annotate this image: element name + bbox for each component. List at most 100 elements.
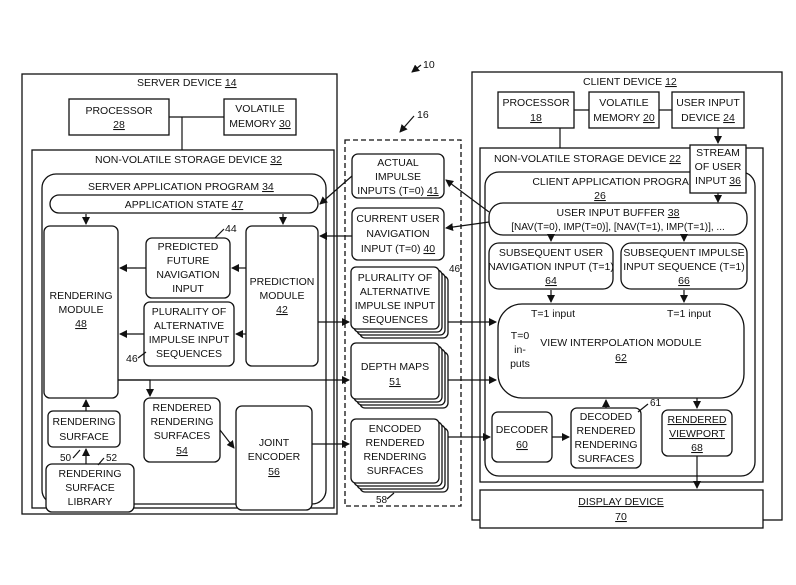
user-input-device-box (671, 91, 745, 129)
surface-library-ref: 52 (106, 453, 118, 464)
user-input-device-line1: USER INPUT (676, 97, 740, 109)
server-app-title: SERVER APPLICATION PROGRAM 34 (88, 181, 274, 193)
server-bus-line (169, 116, 224, 150)
alt-seq-stack-front (350, 266, 440, 330)
subsequent-nav-line1: SUBSEQUENT USER (499, 247, 604, 259)
decoder-label: DECODER (496, 424, 549, 436)
server-alt-seq-line1: PLURALITY OF (152, 306, 227, 318)
actual-impulse-line2: IMPULSE (375, 171, 421, 183)
predicted-nav-line1: PREDICTED (158, 241, 219, 253)
prediction-module-num: 42 (276, 304, 288, 316)
server-alt-seq-ref: 46 (126, 353, 138, 365)
t0-inputs-line1: T=0 (511, 330, 530, 342)
user-input-buffer-label: USER INPUT BUFFER 38 (557, 207, 680, 219)
t1-input-left: T=1 input (531, 308, 575, 320)
rendering-module-box (43, 225, 119, 399)
alt-seq-line3: IMPULSE INPUT (355, 300, 436, 312)
subsequent-impulse-line2: INPUT SEQUENCE (T=1) (623, 261, 744, 273)
client-app-title: CLIENT APPLICATION PROGRAM (532, 176, 697, 188)
alt-seq-line4: SEQUENCES (362, 314, 428, 326)
rendering-surface-line1: RENDERING (52, 416, 115, 428)
application-state-label: APPLICATION STATE 47 (125, 199, 244, 211)
decoded-line1: DECODED (580, 411, 633, 423)
client-volatile-memory-box (588, 91, 660, 129)
prediction-module-box (245, 225, 319, 367)
rendered-surfaces-line2: RENDERING (150, 416, 213, 428)
predicted-nav-leader (213, 228, 225, 240)
application-state-box (49, 194, 319, 214)
client-nvs-title: NON-VOLATILE STORAGE DEVICE 22 (494, 153, 681, 165)
depth-maps-stack-front (350, 342, 440, 400)
client-processor-num: 18 (530, 112, 542, 124)
figure-ref: 10 (423, 59, 435, 71)
predicted-nav-line2: FUTURE (167, 255, 210, 267)
joint-encoder-line2: ENCODER (248, 451, 301, 463)
depth-maps-num: 51 (389, 376, 401, 388)
vim-num: 62 (615, 352, 627, 364)
prediction-module-line2: MODULE (260, 290, 305, 302)
encoded-line1: ENCODED (369, 423, 422, 435)
server-alt-seq-line4: SEQUENCES (156, 348, 222, 360)
server-alt-seq-line2: ALTERNATIVE (154, 320, 224, 332)
server-device-title: SERVER DEVICE 14 (137, 77, 237, 89)
user-input-buffer-box (488, 202, 748, 236)
depth-maps-label: DEPTH MAPS (361, 361, 429, 373)
subsequent-nav-num: 64 (545, 275, 557, 287)
encoded-ref: 58 (376, 495, 388, 506)
t0-inputs-line2: in- (514, 344, 526, 356)
server-processor-num: 28 (113, 119, 125, 131)
surface-library-line2: SURFACE (65, 482, 115, 494)
decoded-line3: RENDERING (574, 439, 637, 451)
rendering-surface-line2: SURFACE (59, 431, 109, 443)
group-ref: 16 (417, 109, 429, 121)
surface-library-line1: RENDERING (58, 468, 121, 480)
display-device-label: DISPLAY DEVICE (578, 496, 663, 508)
display-device-box (479, 489, 764, 529)
arrow-buffer-to-actual-impulse (445, 179, 490, 213)
surface-library-leader (97, 457, 105, 466)
prediction-module-line1: PREDICTION (250, 276, 315, 288)
t1-input-right: T=1 input (667, 308, 711, 320)
joint-encoder-num: 56 (268, 466, 280, 478)
alt-seq-line2: ALTERNATIVE (360, 286, 430, 298)
current-nav-line1: CURRENT USER (356, 213, 440, 225)
server-alt-seq-leader (137, 351, 147, 359)
predicted-nav-line3: NAVIGATION (156, 269, 219, 281)
stream-line2: OF USER (695, 161, 742, 173)
rendering-surface-ref: 50 (60, 453, 72, 464)
group-ref-arrow (399, 115, 415, 133)
stream-line1: STREAM (696, 147, 740, 159)
current-nav-box (351, 207, 445, 261)
surface-library-line3: LIBRARY (68, 496, 113, 508)
client-bus-line (559, 109, 672, 148)
decoded-line2: RENDERED (577, 425, 636, 437)
decoded-line4: SURFACES (578, 453, 635, 465)
current-nav-line3: INPUT (T=0) 40 (361, 243, 435, 255)
client-device-title: CLIENT DEVICE 12 (583, 76, 677, 88)
current-nav-line2: NAVIGATION (366, 228, 429, 240)
rendering-module-line2: MODULE (59, 304, 104, 316)
encoded-line3: RENDERING (363, 451, 426, 463)
client-processor-label: PROCESSOR (502, 97, 570, 109)
alt-seq-line1: PLURALITY OF (358, 272, 433, 284)
encoded-line2: RENDERED (366, 437, 425, 449)
encoded-stack-front (350, 418, 440, 484)
actual-impulse-line1: ACTUAL (377, 157, 419, 169)
decoder-box (491, 411, 553, 463)
subsequent-impulse-box (620, 242, 748, 290)
server-processor-box (68, 98, 170, 136)
server-volatile-memory-box (223, 98, 297, 136)
server-nvs-title: NON-VOLATILE STORAGE DEVICE 32 (95, 154, 282, 166)
viewport-line1: RENDERED (668, 414, 727, 426)
decoded-ref: 61 (650, 398, 662, 409)
user-input-buffer-content: [NAV(T=0), IMP(T=0)], [NAV(T=1), IMP(T=1… (511, 222, 725, 233)
user-input-device-line2: DEVICE 24 (681, 112, 735, 124)
client-volatile-line1: VOLATILE (599, 97, 648, 109)
encoded-leader (386, 492, 395, 500)
rendering-surface-leader (72, 449, 81, 459)
surface-library-box (45, 463, 135, 513)
client-volatile-line2: MEMORY 20 (593, 112, 655, 124)
predicted-nav-ref: 44 (225, 223, 237, 235)
subsequent-nav-box (488, 242, 614, 290)
